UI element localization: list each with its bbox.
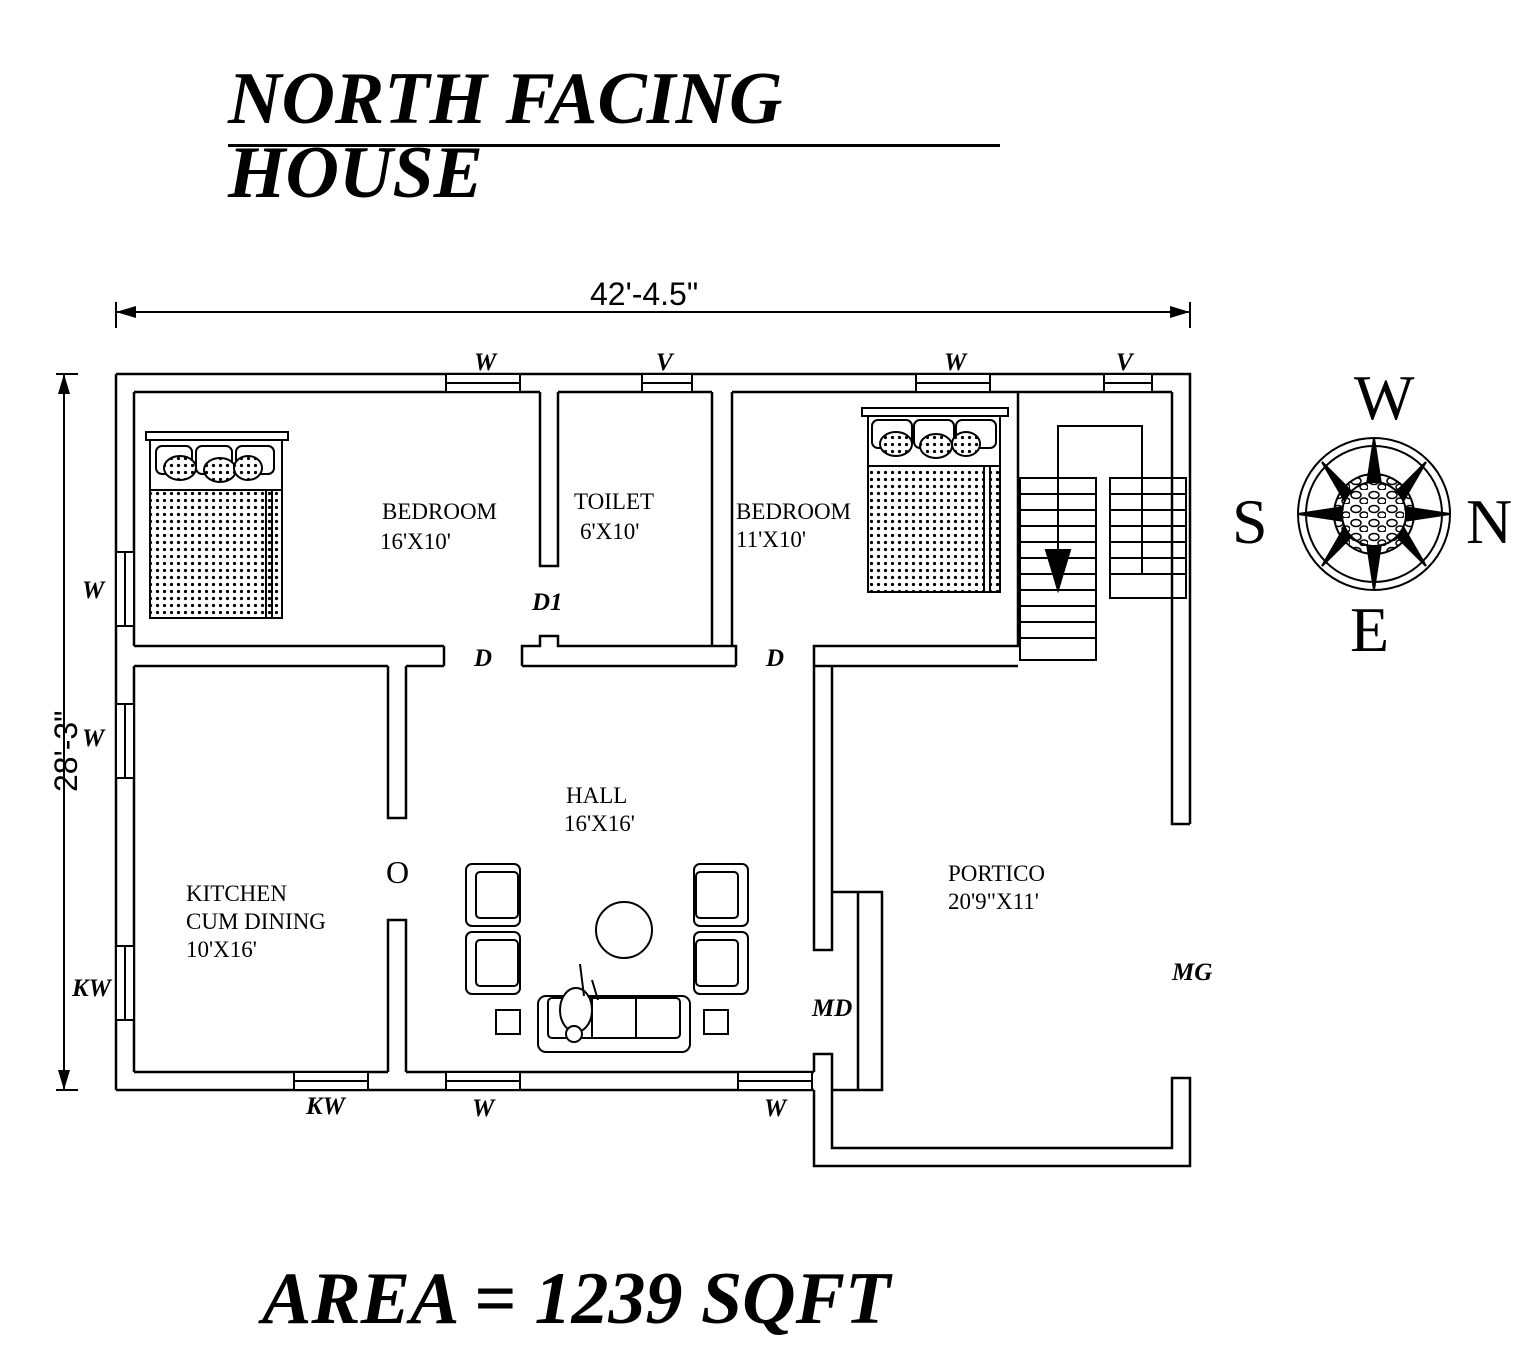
window-tag: W <box>472 1095 495 1122</box>
window-tag: W <box>764 1095 787 1122</box>
door-tag: D <box>766 645 785 672</box>
ventilator-tag: V <box>656 349 673 376</box>
toilet-size: 6'X10' <box>580 519 640 544</box>
sofa <box>537 963 691 1053</box>
door-tag: D <box>474 645 493 672</box>
kitchen-window-tag: KW <box>306 1093 345 1120</box>
portico-size: 20'9"X11' <box>948 889 1039 914</box>
kitchen-name-line2: CUM DINING <box>186 909 326 934</box>
main-door-tag: MD <box>812 995 853 1022</box>
area-label: AREA = 1239 SQFT <box>262 1258 891 1340</box>
title-underline <box>228 144 1000 147</box>
depth-dimension-line <box>56 373 78 1091</box>
door-tag-d1: D1 <box>532 589 563 616</box>
kitchen-size: 10'X16' <box>186 937 257 962</box>
stair-treads <box>1020 493 1186 639</box>
compass-south-label: S <box>1232 486 1268 557</box>
toilet-name: TOILET <box>574 489 655 514</box>
bedroom-right-name: BEDROOM <box>736 499 852 524</box>
width-dimension-line <box>115 302 1191 328</box>
opening-label-o: O <box>386 854 410 890</box>
bedroom-left-name: BEDROOM <box>382 499 498 524</box>
bed-right <box>861 407 1009 593</box>
windows <box>115 373 1153 1091</box>
bedroom-right-size: 11'X10' <box>736 527 807 552</box>
width-dimension-label: 42'-4.5" <box>590 276 699 312</box>
compass-east-label: E <box>1350 594 1390 665</box>
armchair <box>465 863 749 995</box>
hall-size: 16'X16' <box>564 811 635 836</box>
kitchen-name-line1: KITCHEN <box>186 881 287 906</box>
portico-name: PORTICO <box>948 861 1046 886</box>
compass-rose <box>1297 437 1451 591</box>
compass-west-label: W <box>1354 362 1415 433</box>
ventilator-tag: V <box>1116 349 1133 376</box>
kitchen-window-tag: KW <box>72 975 111 1002</box>
center-table <box>595 901 653 959</box>
bed-left <box>145 431 289 619</box>
window-tag: W <box>944 349 967 376</box>
window-tag: W <box>82 725 105 752</box>
page-title: NORTH FACING HOUSE <box>228 58 783 214</box>
window-tag: W <box>474 349 497 376</box>
hall-name: HALL <box>566 783 628 808</box>
hall-furniture <box>465 863 749 1053</box>
main-gate-tag: MG <box>1172 959 1213 986</box>
depth-dimension-label: 28'-3" <box>48 710 84 792</box>
bedroom-left-size: 16'X10' <box>380 529 451 554</box>
compass-north-label: N <box>1466 486 1513 557</box>
window-tag: W <box>82 577 105 604</box>
stair-direction-arrow <box>1044 549 1072 594</box>
staircase <box>1019 425 1187 661</box>
